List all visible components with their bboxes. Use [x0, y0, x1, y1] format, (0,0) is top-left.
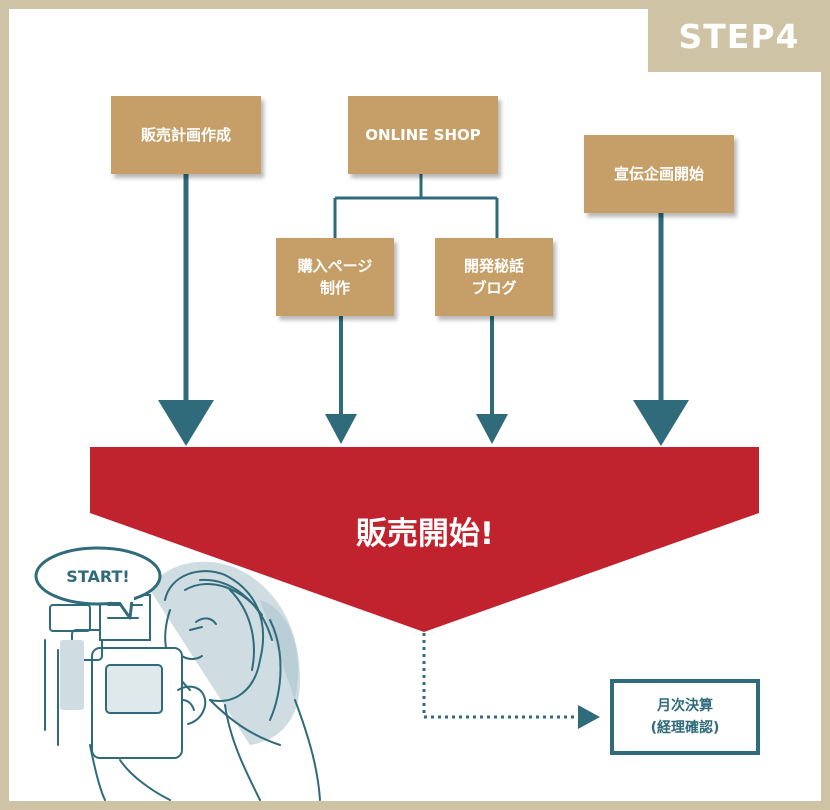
- arrowhead-monthly: [578, 705, 600, 729]
- monthly-settlement-line1: 月次決算: [657, 698, 713, 714]
- arrowhead-dev-blog: [476, 414, 508, 444]
- sales-start-funnel: [90, 447, 759, 632]
- arrowhead-purchase-page: [325, 414, 357, 444]
- dotted-connector-monthly: [422, 633, 582, 719]
- box-purchase-page: 購入ページ 制作: [276, 238, 394, 316]
- box-sales-plan: 販売計画作成: [111, 96, 261, 174]
- speech-bubble: [34, 546, 162, 606]
- box-online-shop: ONLINE SHOP: [348, 96, 498, 174]
- arrowhead-sales-plan: [158, 400, 214, 446]
- box-dev-blog: 開発秘話 ブログ: [435, 238, 553, 316]
- box-dev-blog-line2: ブログ: [471, 279, 517, 297]
- step-label: STEP4: [648, 0, 830, 72]
- speech-bubble-tail: [116, 599, 134, 620]
- box-purchase-page-line2: 制作: [319, 279, 350, 297]
- woman-with-camera-illustration: [44, 561, 321, 801]
- box-purchase-page-line1: 購入ページ: [297, 257, 373, 275]
- arrowhead-promo-start: [633, 400, 689, 446]
- box-sales-plan-label: 販売計画作成: [140, 126, 231, 144]
- speech-bubble-text: START!: [66, 566, 130, 586]
- monthly-settlement-box: 月次決算 (経理確認): [610, 679, 760, 755]
- box-dev-blog-line1: 開発秘話: [463, 257, 524, 275]
- box-online-shop-label: ONLINE SHOP: [365, 126, 481, 144]
- monthly-settlement-line2: (経理確認): [650, 720, 720, 736]
- box-promo-start-label: 宣伝企画開始: [613, 165, 704, 183]
- sales-start-label: 販売開始!: [355, 515, 495, 552]
- box-promo-start: 宣伝企画開始: [584, 135, 734, 213]
